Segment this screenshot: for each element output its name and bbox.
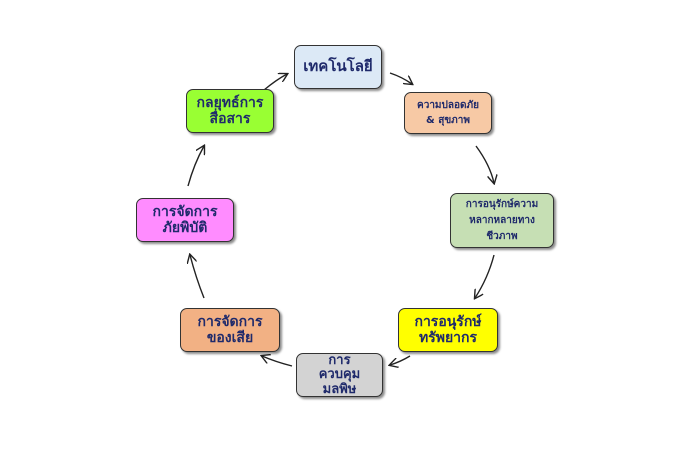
node-pollution-control-line: การ [328, 353, 351, 368]
node-communication-strategy-line: กลยุทธ์การ [196, 94, 264, 111]
node-pollution-control-line: มลพิษ [322, 381, 357, 397]
node-communication-strategy-line: สื่อสาร [209, 111, 251, 127]
node-biodiversity-line: หลากหลายทาง [469, 214, 535, 226]
arrow-waste-to-disaster [190, 255, 205, 299]
arrow-biodiversity-to-resources [475, 254, 495, 298]
node-biodiversity: การอนุรักษ์ความ หลากหลายทาง ชีวภาพ [450, 193, 554, 248]
arrow-resources-to-pollution [390, 355, 411, 365]
node-technology-line: เทคโนโลยี [303, 57, 373, 76]
arrow-technology-to-safety [389, 72, 412, 84]
node-pollution-control: การ ควบคุม มลพิษ [296, 353, 383, 397]
node-pollution-control-line: ควบคุม [318, 367, 361, 383]
arrow-communication-to-technology [263, 74, 287, 91]
node-safety-health-line: ความปลอดภัย [417, 100, 479, 111]
node-resource-conservation: การอนุรักษ์ ทรัพยากร [398, 308, 498, 352]
arrow-safety-to-biodiversity [475, 145, 494, 183]
arrow-pollution-to-waste [262, 356, 293, 367]
node-disaster-management: การจัดการ ภัยพิบัติ [136, 198, 234, 242]
node-communication-strategy: กลยุทธ์การ สื่อสาร [186, 89, 274, 133]
node-disaster-management-line: ภัยพิบัติ [162, 220, 208, 236]
node-waste-management-line: ของเสีย [206, 330, 254, 346]
node-waste-management-line: การจัดการ [197, 313, 263, 330]
node-safety-health: ความปลอดภัย & สุขภาพ [404, 92, 492, 134]
node-technology: เทคโนโลยี [294, 45, 382, 89]
node-waste-management: การจัดการ ของเสีย [180, 308, 280, 352]
node-disaster-management-line: การจัดการ [152, 203, 218, 220]
arrow-disaster-to-communication [187, 146, 204, 187]
node-safety-health-line: & สุขภาพ [426, 115, 470, 126]
node-biodiversity-line: การอนุรักษ์ความ [465, 198, 539, 210]
node-resource-conservation-line: การอนุรักษ์ [414, 313, 482, 330]
node-biodiversity-line: ชีวภาพ [486, 230, 518, 242]
node-resource-conservation-line: ทรัพยากร [418, 330, 478, 346]
